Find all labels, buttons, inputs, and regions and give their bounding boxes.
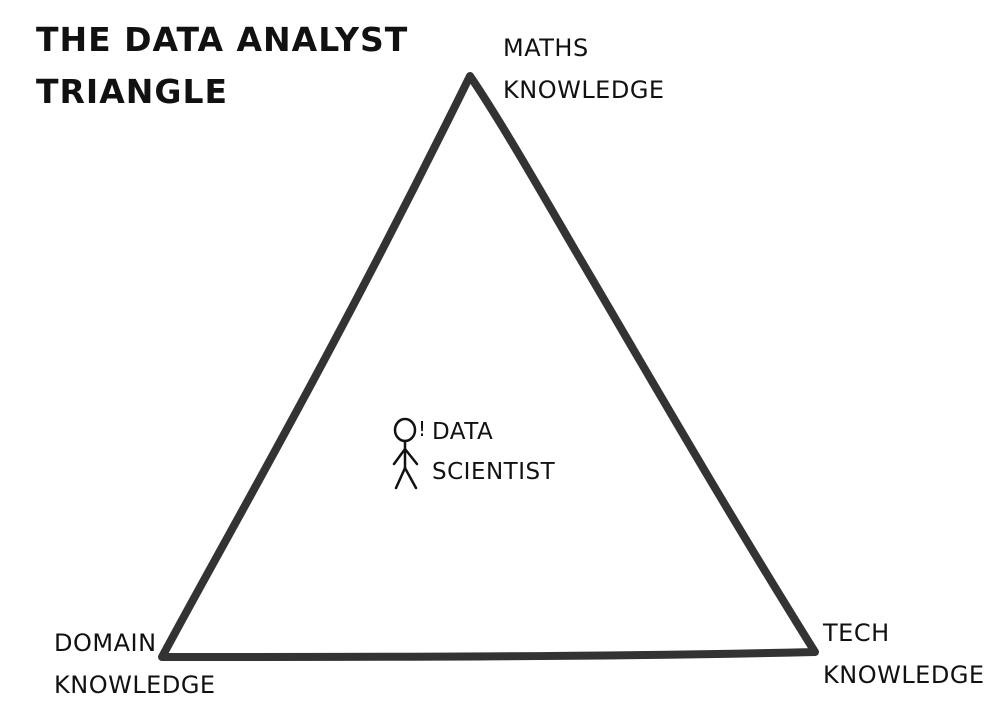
domain-label-line-1: DOMAIN: [54, 629, 157, 657]
ds-label-line-2: SCIENTIST: [432, 459, 556, 485]
ds-label-line-1: DATA: [432, 419, 494, 445]
title-line-1: THE DATA ANALYST: [36, 20, 409, 59]
title-line-2: TRIANGLE: [36, 72, 229, 111]
maths-label-line-1: MATHS: [503, 34, 589, 62]
tech-label-line-2: KNOWLEDGE: [823, 661, 985, 689]
maths-label-line-2: KNOWLEDGE: [503, 76, 665, 104]
tech-label-line-1: TECH: [823, 619, 890, 647]
exclamation-mark: !: [418, 417, 426, 441]
vertex-label-maths: MATHS KNOWLEDGE: [503, 27, 665, 111]
domain-label-line-2: KNOWLEDGE: [54, 671, 216, 699]
vertex-label-domain: DOMAIN KNOWLEDGE: [54, 622, 216, 706]
vertex-label-tech: TECH KNOWLEDGE: [823, 612, 985, 696]
diagram-title: THE DATA ANALYST TRIANGLE: [36, 14, 416, 118]
center-label-data-scientist: DATA SCIENTIST: [432, 412, 555, 492]
triangle-outline: [158, 72, 819, 661]
stick-figure-icon: [392, 417, 419, 490]
